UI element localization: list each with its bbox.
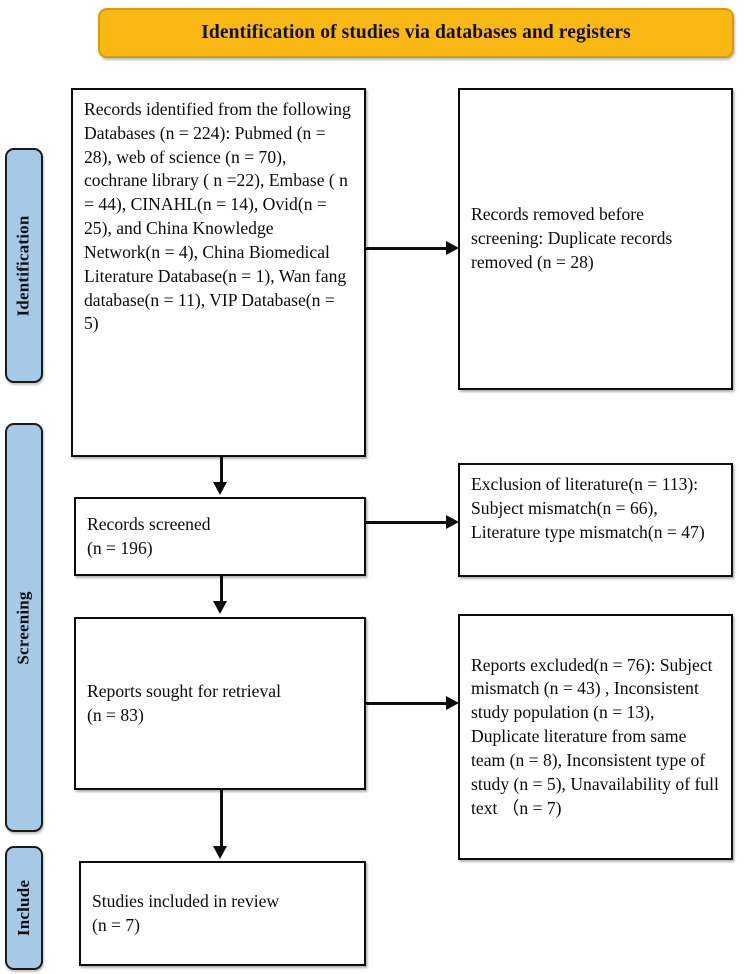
phase-tab-include: Include bbox=[5, 846, 43, 970]
arrow-down-icon-sought-to-included bbox=[213, 846, 227, 859]
box-reports-excluded: Reports excluded(n = 76): Subject mismat… bbox=[458, 614, 733, 860]
connector-screened-to-sought-line bbox=[220, 576, 223, 603]
box-reports-sought-for-retrieval: Reports sought for retrieval (n = 83) bbox=[74, 617, 366, 790]
phase-tab-identification: Identification bbox=[5, 148, 43, 383]
box-studies-included-in-review: Studies included in review (n = 7) bbox=[79, 861, 366, 966]
arrow-right-icon-sought-to-excluded bbox=[446, 696, 459, 710]
phase-label-include: Include bbox=[14, 879, 34, 937]
box-records-removed: Records removed before screening: Duplic… bbox=[458, 88, 733, 390]
connector-screened-to-exclusion-line bbox=[366, 521, 448, 524]
box-records-identified: Records identified from the following Da… bbox=[71, 88, 366, 457]
box-reports-excluded-text: Reports excluded(n = 76): Subject mismat… bbox=[471, 654, 719, 818]
phase-tab-screening: Screening bbox=[5, 423, 43, 832]
arrow-right-icon-identified-to-removed bbox=[446, 241, 459, 255]
box-records-removed-text: Records removed before screening: Duplic… bbox=[471, 204, 673, 272]
connector-identified-to-screened-line bbox=[220, 457, 223, 484]
box-studies-included-in-review-text: Studies included in review (n = 7) bbox=[92, 890, 280, 935]
arrow-down-icon-identified-to-screened bbox=[213, 482, 227, 495]
arrow-right-icon-screened-to-exclusion bbox=[446, 515, 459, 529]
diagram-header-banner: Identification of studies via databases … bbox=[98, 8, 734, 58]
arrow-down-icon-screened-to-sought bbox=[213, 601, 227, 614]
connector-sought-to-excluded-line bbox=[366, 702, 448, 705]
box-records-screened-text: Records screened (n = 196) bbox=[87, 513, 211, 558]
connector-sought-to-included-line bbox=[220, 790, 223, 848]
box-exclusion-of-literature: Exclusion of literature(n = 113): Subjec… bbox=[458, 463, 733, 577]
phase-label-screening: Screening bbox=[14, 590, 34, 665]
box-records-identified-text: Records identified from the following Da… bbox=[84, 99, 351, 334]
box-records-screened: Records screened (n = 196) bbox=[74, 497, 366, 576]
box-exclusion-of-literature-text: Exclusion of literature(n = 113): Subjec… bbox=[471, 474, 705, 542]
box-reports-sought-for-retrieval-text: Reports sought for retrieval (n = 83) bbox=[87, 680, 281, 725]
phase-label-identification: Identification bbox=[14, 214, 33, 317]
diagram-title: Identification of studies via databases … bbox=[201, 22, 631, 43]
connector-identified-to-removed-line bbox=[366, 247, 448, 250]
